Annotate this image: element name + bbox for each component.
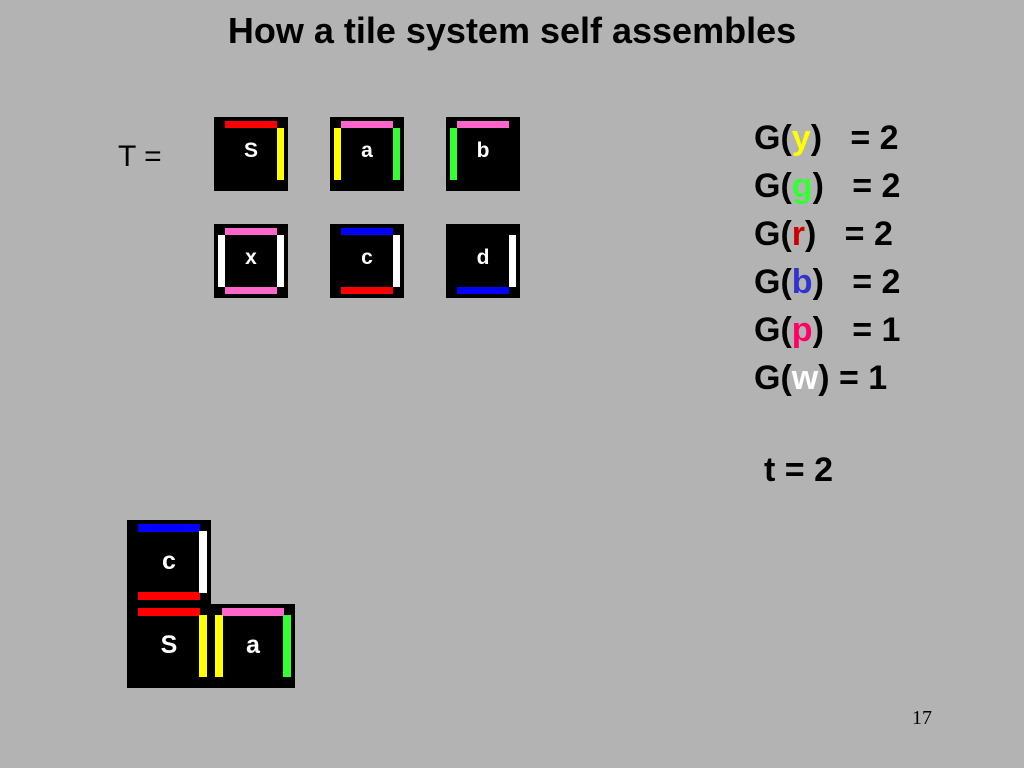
glue-east-yellow [199,615,207,677]
glue-row: G(y) = 2 [754,119,899,157]
glue-north-pink [222,608,284,616]
glue-west-yellow [334,128,341,180]
tile-d: d [446,224,520,298]
tile-label: c [162,547,176,575]
glue-east-green [393,128,400,180]
page-number: 17 [912,707,932,729]
tile-a: a [330,117,404,191]
glue-west-white [218,235,225,287]
glue-east-green [283,615,291,677]
glue-east-white [199,531,207,593]
glue-east-white [509,235,516,287]
tile-label: S [160,631,178,659]
glue-strength-list: G(y) = 2 G(g) = 2 G(r) = 2 G(b) = 2 G(p)… [754,114,900,402]
glue-north-pink [341,121,393,128]
glue-row: G(r) = 2 [754,215,893,253]
tile-label: d [476,246,490,269]
tile-label: S [243,139,258,162]
glue-north-pink [457,121,509,128]
glue-row: G(b) = 2 [754,263,901,301]
tile-label: a [361,139,373,162]
glue-south-red [341,287,393,294]
tile-s: S [214,117,288,191]
glue-name: p [791,311,813,349]
glue-east-white [393,235,400,287]
glue-name: r [791,215,806,253]
glue-west-yellow [215,615,223,677]
glue-name: b [791,263,813,301]
glue-east-yellow [277,128,284,180]
tile-label: b [476,139,490,162]
glue-name: w [791,359,819,397]
glue-south-blue [457,287,509,294]
temperature: t = 2 [764,451,833,489]
glue-row: G(w) = 1 [754,359,888,397]
glue-north-red [225,121,277,128]
tile-label: x [245,246,257,269]
glue-name: g [791,167,813,205]
tile-b: b [446,117,520,191]
tile-label: c [361,246,373,269]
slide-title: How a tile system self assembles [227,10,797,51]
glue-north-red [138,608,200,616]
glue-west-green [450,128,457,180]
assembled-tile-s: S [127,604,211,688]
glue-north-blue [138,524,200,532]
glue-row: G(p) = 1 [754,311,901,349]
tile-label: a [246,631,260,659]
glue-row: G(g) = 2 [754,167,901,205]
glue-south-red [138,592,200,600]
glue-north-blue [341,228,393,235]
tile-x: x [214,224,288,298]
tile-set-label: T = [118,140,162,173]
assembled-tile-c: c [127,520,211,604]
glue-north-pink [225,228,277,235]
glue-south-pink [225,287,277,294]
glue-east-white [277,235,284,287]
glue-name: y [791,119,811,157]
assembled-tile-a: a [211,604,295,688]
tile-c: c [330,224,404,298]
